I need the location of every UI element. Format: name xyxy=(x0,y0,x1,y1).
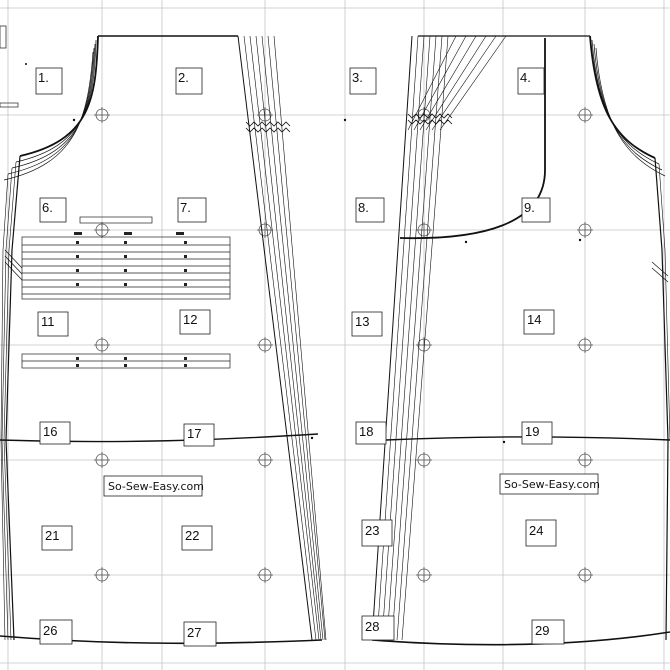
back-facing-curve xyxy=(399,38,546,240)
tile-12: 12 xyxy=(179,309,211,335)
tile-23: 23 xyxy=(361,519,393,547)
tile-label: 26 xyxy=(43,623,57,638)
tile-29: 29 xyxy=(531,619,565,645)
alignment-circle xyxy=(94,567,110,583)
tile-1: 1. xyxy=(35,67,63,95)
alignment-circle xyxy=(257,567,273,583)
front-armhole-curve xyxy=(19,35,99,157)
front-pattern-piece xyxy=(0,35,327,645)
tile-18: 18 xyxy=(355,421,387,445)
alignment-circle xyxy=(577,337,593,353)
tile-label: 4. xyxy=(520,70,531,85)
tile-number-boxes: 1. 2. 3. 4. 6. 7. 8. 9. 11 12 13 14 16 1… xyxy=(35,67,565,647)
alignment-circle xyxy=(94,452,110,468)
size-chart-ticks xyxy=(74,232,187,367)
tile-label: 2. xyxy=(178,70,189,85)
tile-label: 19 xyxy=(525,424,539,439)
marker-dots xyxy=(25,63,582,444)
tile-label: 9. xyxy=(524,200,535,215)
alignment-circle xyxy=(257,222,273,238)
tile-label: 16 xyxy=(43,424,57,439)
tile-9: 9. xyxy=(521,197,551,223)
alignment-circle xyxy=(577,452,593,468)
tile-label: 13 xyxy=(355,314,369,329)
alignment-circle xyxy=(416,452,432,468)
tile-label: 23 xyxy=(365,523,379,538)
tile-label: 22 xyxy=(185,528,199,543)
tile-label: 1. xyxy=(38,70,49,85)
alignment-circle xyxy=(577,107,593,123)
alignment-circle xyxy=(257,452,273,468)
tile-label: 28 xyxy=(365,619,379,634)
back-pattern-piece xyxy=(371,35,670,646)
tile-label: 3. xyxy=(352,70,363,85)
tile-11: 11 xyxy=(37,311,69,337)
tile-17: 17 xyxy=(183,423,215,447)
tile-label: 21 xyxy=(45,528,59,543)
watermark-text: So-Sew-Easy.com xyxy=(504,478,600,491)
tile-label: 18 xyxy=(359,424,373,439)
tile-14: 14 xyxy=(523,309,555,335)
alignment-circle xyxy=(577,567,593,583)
alignment-circle xyxy=(94,222,110,238)
watermark-front: So-Sew-Easy.com xyxy=(103,475,204,497)
alignment-circle xyxy=(257,337,273,353)
tile-21: 21 xyxy=(41,525,73,551)
alignment-circle xyxy=(416,567,432,583)
tile-13: 13 xyxy=(351,311,383,337)
tile-4: 4. xyxy=(517,67,545,95)
tile-label: 8. xyxy=(358,200,369,215)
tile-3: 3. xyxy=(349,67,377,95)
corner-mark xyxy=(0,25,7,49)
tile-label: 6. xyxy=(42,200,53,215)
tile-28: 28 xyxy=(361,615,395,641)
tile-2: 2. xyxy=(175,67,203,95)
tile-22: 22 xyxy=(181,525,213,551)
tile-label: 27 xyxy=(187,625,201,640)
tile-label: 12 xyxy=(183,312,197,327)
tile-label: 24 xyxy=(529,523,543,538)
alignment-circle xyxy=(94,107,110,123)
front-side-seam xyxy=(5,155,21,641)
watermarks: So-Sew-Easy.com So-Sew-Easy.com xyxy=(103,473,600,497)
tile-label: 17 xyxy=(187,426,201,441)
tile-26: 26 xyxy=(39,619,73,645)
tile-27: 27 xyxy=(183,621,217,647)
back-side-seam xyxy=(654,157,669,641)
alignment-circle xyxy=(416,222,432,238)
tile-6: 6. xyxy=(39,197,67,223)
alignment-circle xyxy=(94,337,110,353)
tile-label: 7. xyxy=(180,200,191,215)
watermark-text: So-Sew-Easy.com xyxy=(108,480,204,493)
tile-19: 19 xyxy=(521,421,553,445)
tile-label: 14 xyxy=(527,312,541,327)
watermark-back: So-Sew-Easy.com xyxy=(499,473,600,495)
tile-7: 7. xyxy=(177,197,207,223)
tile-24: 24 xyxy=(525,519,557,547)
tile-label: 29 xyxy=(535,623,549,638)
tile-16: 16 xyxy=(39,421,71,445)
back-hem-line xyxy=(371,631,670,646)
tile-8: 8. xyxy=(355,197,385,223)
size-chart xyxy=(0,102,231,369)
alignment-circle xyxy=(577,222,593,238)
back-armhole-curve xyxy=(589,35,656,159)
tile-label: 11 xyxy=(41,314,55,329)
